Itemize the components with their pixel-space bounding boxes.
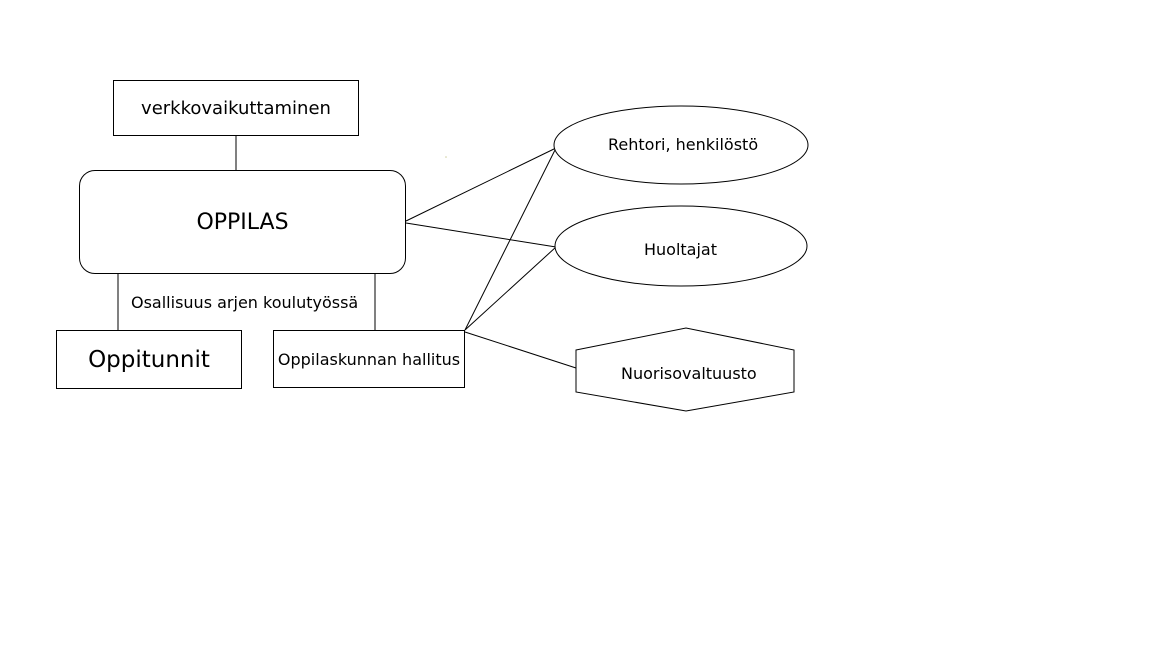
node-label: Oppilaskunnan hallitus: [277, 349, 461, 369]
node-oppitunnit: Oppitunnit: [56, 330, 242, 389]
connector-oppilas-rehtori: [405, 147, 557, 222]
node-oppilas: OPPILAS: [79, 170, 406, 274]
connector-hallitus-huoltajat: [464, 246, 557, 331]
node-huoltajat-label: Huoltajat: [644, 240, 718, 259]
connector-oppilas-huoltajat: [405, 222, 557, 248]
node-label: OPPILAS: [196, 209, 289, 235]
connector-hallitus-rehtori: [464, 147, 557, 331]
edge-label-osallisuus: Osallisuus arjen koulutyössä: [131, 293, 359, 312]
node-label: verkkovaikuttaminen: [141, 97, 331, 119]
node-rehtori-label: Rehtori, henkilöstö: [608, 135, 759, 154]
node-nuorisovaltuusto-label: Nuorisovaltuusto: [621, 364, 757, 383]
connector-hallitus-nuoriso: [464, 331, 577, 369]
node-oppilaskunnan-hallitus: Oppilaskunnan hallitus: [273, 330, 465, 388]
node-huoltajat-shape: [554, 205, 808, 287]
node-verkkovaikuttaminen: verkkovaikuttaminen: [113, 80, 359, 136]
node-rehtori-shape: [553, 105, 809, 185]
stray-mark: [445, 156, 447, 158]
node-label: Oppitunnit: [88, 346, 210, 373]
node-nuoriso-shape: [575, 327, 795, 412]
